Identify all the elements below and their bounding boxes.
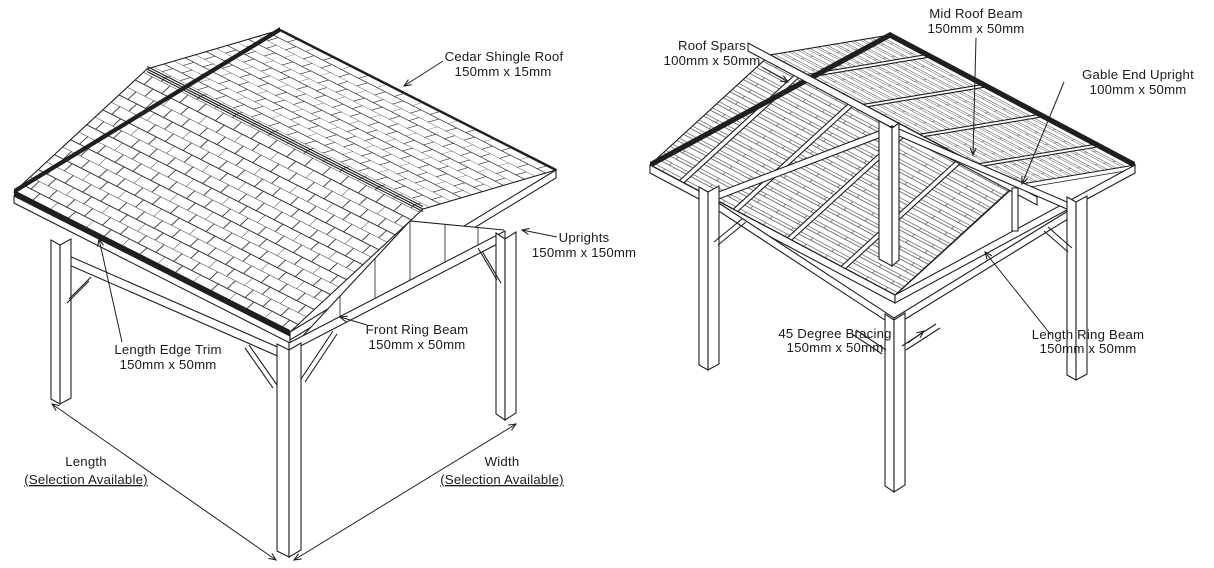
barge-board-left [14, 27, 280, 194]
label-gable-end-upright-line1: Gable End Upright [1082, 67, 1194, 82]
label-roof-spars-line2: 100mm x 50mm [664, 53, 761, 68]
label-front-ring-beam-line1: Front Ring Beam [366, 322, 469, 337]
label-mid-roof-beam: Mid Roof Beam 150mm x 50mm [928, 6, 1025, 36]
leader-mid-roof-beam [973, 37, 976, 155]
barge-board-right [279, 28, 557, 172]
label-width-dimension-line2: (Selection Available) [440, 472, 563, 487]
leader-45-degree-bracing [907, 331, 924, 344]
label-length-ring-beam-line2: 150mm x 50mm [1040, 341, 1137, 356]
corner-braces [66, 247, 502, 389]
dim-width-line [294, 424, 516, 560]
near-post-face-a [276, 343, 290, 558]
right-post-face-b [504, 230, 517, 422]
label-mid-roof-beam-line1: Mid Roof Beam [929, 6, 1022, 21]
roof-frame-slopes [649, 32, 1137, 304]
label-length-edge-trim-line2: 150mm x 50mm [120, 357, 217, 372]
label-length-dimension-line2: (Selection Available) [24, 472, 147, 487]
label-length-dimension-line1: Length [65, 454, 107, 469]
label-length-dimension: Length (Selection Available) [24, 454, 147, 487]
king-post-face-b [891, 121, 900, 268]
gable-infill [289, 221, 504, 343]
leader-length-edge-trim [99, 239, 123, 343]
leader-front-ring-beam [340, 317, 368, 326]
label-gable-end-upright: Gable End Upright 100mm x 50mm [1082, 67, 1194, 97]
right-leaders [761, 37, 1065, 344]
roof-spars-back [805, 53, 1102, 168]
gable-studs [339, 221, 479, 317]
label-uprights-line2: 150mm x 150mm [532, 245, 636, 260]
frame-right-post-b [1075, 195, 1088, 381]
label-front-ring-beam: Front Ring Beam 150mm x 50mm [366, 322, 469, 352]
label-roof-spars-line1: Roof Spars [678, 38, 746, 53]
label-uprights-line1: Uprights [559, 230, 610, 245]
leader-gable-end-upright [1022, 81, 1065, 184]
label-width-dimension-line1: Width [485, 454, 520, 469]
label-mid-roof-beam-line2: 150mm x 50mm [928, 21, 1025, 36]
near-post-face-b [288, 342, 302, 558]
label-gable-end-upright-line2: 100mm x 50mm [1090, 82, 1187, 97]
label-cedar-shingle-roof-line1: Cedar Shingle Roof [445, 49, 564, 64]
leader-length-ring-beam [985, 252, 1052, 336]
dim-length-line [52, 404, 276, 560]
gable-end-upright [1011, 187, 1019, 232]
frame-left-post-a [698, 186, 709, 371]
leader-uprights [522, 230, 558, 238]
label-cedar-shingle-roof: Cedar Shingle Roof 150mm x 15mm [445, 49, 564, 79]
right-gazebo-frame-drawing: Roof Spars 100mm x 50mm Mid Roof Beam 15… [649, 6, 1194, 494]
label-45-degree-bracing-line2: 150mm x 50mm [787, 340, 884, 355]
frame-left-post-b [707, 185, 720, 371]
label-length-edge-trim-line1: Length Edge Trim [114, 342, 221, 357]
label-cedar-shingle-roof-line2: 150mm x 15mm [455, 64, 552, 79]
frame-barge-right [890, 32, 1135, 168]
left-leaders [99, 60, 558, 343]
dimension-lines [52, 404, 516, 560]
front-gable [289, 220, 505, 343]
ridge-cap [146, 66, 424, 212]
left-gazebo-drawing: Cedar Shingle Roof 150mm x 15mm Uprights… [13, 27, 636, 560]
leader-roof-spars [761, 66, 788, 82]
frame-eave-fascia-side [894, 164, 1136, 304]
right-post-face-a [495, 231, 506, 422]
left-post-face-b [59, 238, 72, 405]
label-front-ring-beam-line2: 150mm x 50mm [369, 337, 466, 352]
frame-near-post-b [893, 311, 906, 494]
length-edge-trim [14, 190, 290, 336]
frame-barge-left [650, 32, 890, 168]
label-45-degree-bracing: 45 Degree Bracing 150mm x 50mm [778, 326, 891, 355]
label-45-degree-bracing-line1: 45 Degree Bracing [778, 326, 891, 341]
label-length-ring-beam-line1: Length Ring Beam [1032, 327, 1144, 342]
left-post-face-a [50, 239, 61, 405]
label-width-dimension: Width (Selection Available) [440, 454, 563, 487]
frame-posts [698, 185, 1088, 494]
label-uprights: Uprights 150mm x 150mm [532, 230, 636, 260]
label-roof-spars: Roof Spars 100mm x 50mm [664, 38, 761, 68]
label-length-ring-beam: Length Ring Beam 150mm x 50mm [1032, 327, 1144, 356]
king-post-face-a [878, 120, 893, 267]
label-length-edge-trim: Length Edge Trim 150mm x 50mm [114, 342, 221, 372]
leader-cedar-shingle-roof [404, 60, 444, 86]
